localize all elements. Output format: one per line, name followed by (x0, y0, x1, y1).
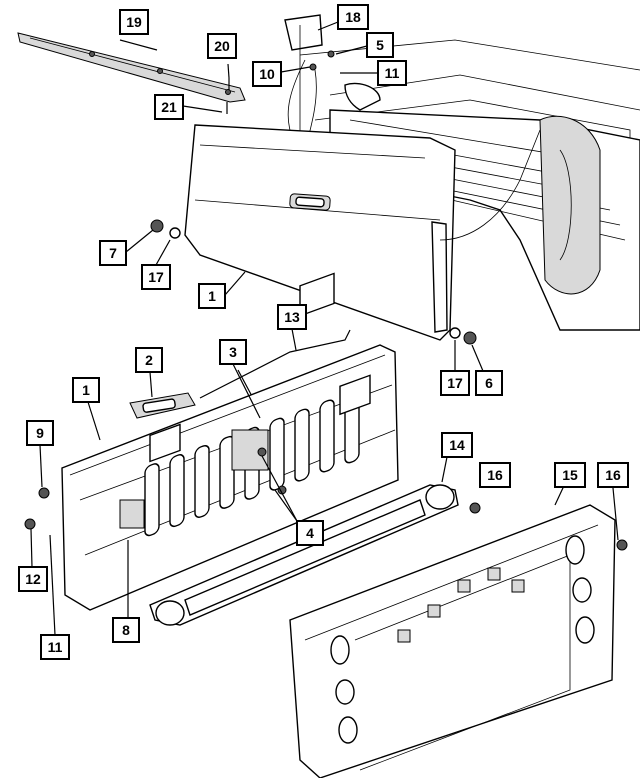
callout-11-top-label: 11 (385, 65, 400, 81)
callout-11-top: 11 (377, 60, 407, 86)
callout-8: 8 (112, 617, 140, 643)
leader-lines (30, 21, 619, 636)
callout-15: 15 (554, 462, 586, 488)
callout-10: 10 (252, 61, 282, 87)
callout-17-right-label: 17 (447, 375, 463, 391)
callout-12-label: 12 (25, 571, 41, 587)
upper-fasteners (150, 219, 477, 345)
callout-17-left: 17 (141, 264, 171, 290)
callout-16-left-label: 16 (487, 467, 503, 483)
callout-1-top: 1 (198, 283, 226, 309)
callout-6: 6 (475, 370, 503, 396)
callout-1-bottom: 1 (72, 377, 100, 403)
callout-9-label: 9 (36, 425, 44, 441)
callout-13: 13 (277, 304, 307, 330)
callout-11-bottom-label: 11 (48, 639, 63, 655)
callout-16-right: 16 (597, 462, 629, 488)
callout-17-left-label: 17 (148, 269, 164, 285)
callout-15-label: 15 (562, 467, 578, 483)
tailgate-cap (17, 32, 246, 114)
callout-4-label: 4 (306, 525, 314, 541)
callout-17-right: 17 (440, 370, 470, 396)
callout-20: 20 (207, 33, 237, 59)
tailgate-assembled (184, 124, 541, 341)
callout-2: 2 (135, 347, 163, 373)
callout-4: 4 (296, 520, 324, 546)
callout-11-bottom: 11 (40, 634, 70, 660)
callout-5-label: 5 (376, 37, 384, 53)
outer-panel (289, 504, 628, 778)
callout-20-label: 20 (214, 38, 230, 54)
callout-14: 14 (441, 432, 473, 458)
callout-13-label: 13 (284, 309, 300, 325)
callout-12: 12 (18, 566, 48, 592)
callout-21: 21 (154, 94, 184, 120)
callout-9: 9 (26, 420, 54, 446)
rods-and-handle (129, 329, 351, 461)
callout-18-label: 18 (345, 9, 361, 25)
callout-5: 5 (366, 32, 394, 58)
callout-19: 19 (119, 9, 149, 35)
callout-2-label: 2 (145, 352, 153, 368)
callout-1-bottom-label: 1 (82, 382, 90, 398)
inner-trim-panel (149, 484, 481, 626)
callout-6-label: 6 (485, 375, 493, 391)
callout-7: 7 (99, 240, 127, 266)
callout-10-label: 10 (259, 66, 275, 82)
callout-18: 18 (337, 4, 369, 30)
callout-19-label: 19 (126, 14, 142, 30)
callout-3: 3 (219, 339, 247, 365)
callout-16-left: 16 (479, 462, 511, 488)
tailgate-inner-frame (24, 272, 399, 611)
callout-14-label: 14 (449, 437, 465, 453)
callout-8-label: 8 (122, 622, 130, 638)
callout-16-right-label: 16 (605, 467, 621, 483)
callout-3-label: 3 (229, 344, 237, 360)
callout-1-top-label: 1 (208, 288, 216, 304)
callout-21-label: 21 (161, 99, 177, 115)
callout-7-label: 7 (109, 245, 117, 261)
